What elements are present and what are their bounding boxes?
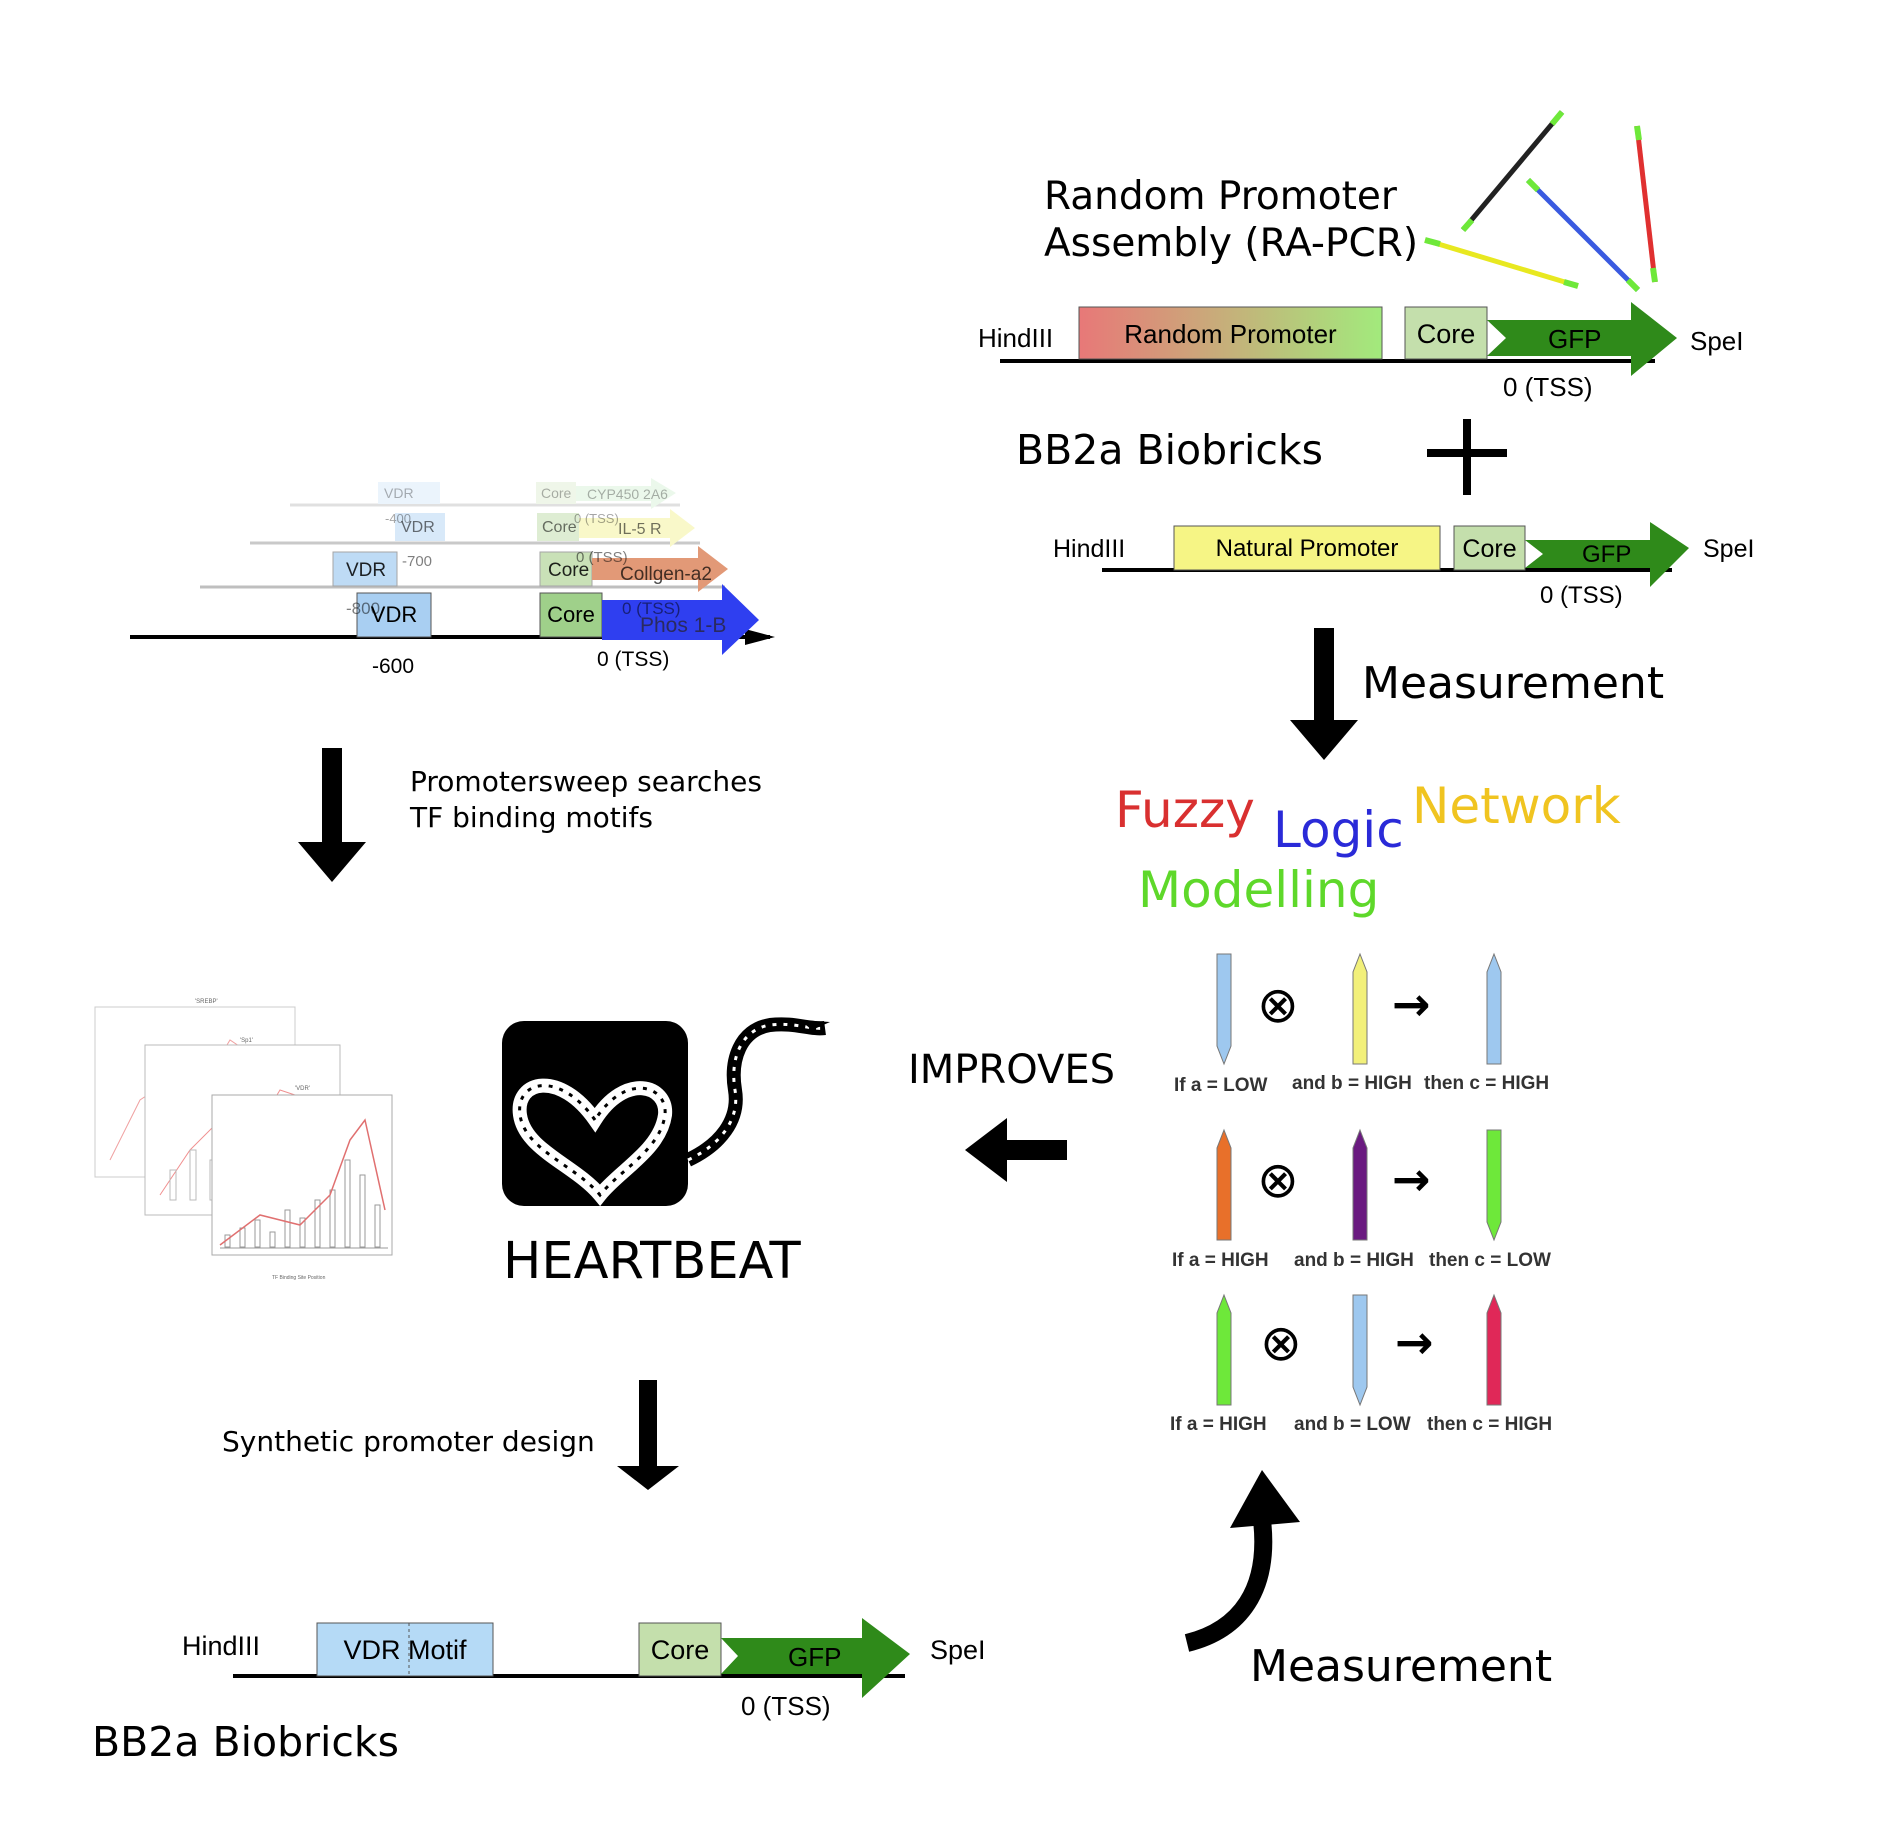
plus-sign: [1427, 419, 1507, 495]
designed-construct: [233, 1618, 910, 1698]
stack2-core-label: Core: [542, 519, 577, 536]
design-hindiii-label: HindIII: [182, 1631, 261, 1661]
natural-spei-label: SpeI: [1703, 535, 1755, 563]
stack1-core-label: Core: [541, 485, 572, 501]
ra-pcr-construct: [1000, 302, 1677, 376]
natural-gfp-label: GFP: [1582, 541, 1632, 568]
stack3-offset-label: -800: [346, 599, 381, 618]
stack4-core-label: Core: [547, 602, 595, 627]
heartbeat-logo: [502, 1017, 830, 1207]
design-gfp-label: GFP: [788, 1642, 842, 1672]
rule3-membership-shape-1: [1216, 1293, 1232, 1406]
stack1-vdr-label: VDR: [384, 485, 414, 501]
measurement-bottom-label: Measurement: [1250, 1641, 1553, 1692]
natural-promoter-label: Natural Promoter: [1215, 535, 1399, 562]
rule1-c-label: then c = HIGH: [1424, 1073, 1550, 1094]
ra-pcr-gfp-label: GFP: [1548, 324, 1602, 354]
rule1-membership-shape-1: [1216, 953, 1232, 1066]
rule3-membership-shape-3: [1486, 1293, 1502, 1406]
rule2-membership-shape-3: [1486, 1129, 1502, 1242]
stack-tss-label: 0 (TSS): [597, 648, 670, 671]
stack3-vdr-label: VDR: [346, 560, 387, 581]
improves-label: IMPROVES: [908, 1047, 1116, 1093]
stack1-tss-label: 0 (TSS): [574, 511, 619, 526]
rule3-otimes-icon: ⊗: [1260, 1314, 1302, 1372]
measurement-curved-arrow: [1184, 1470, 1300, 1652]
random-promoter-label: Random Promoter: [1124, 319, 1337, 349]
rule1-arrow-icon: →: [1392, 977, 1431, 1031]
rule3-arrow-icon: →: [1395, 1315, 1434, 1369]
rule1-b-label: and b = HIGH: [1292, 1073, 1412, 1094]
stack3-core-label: Core: [548, 560, 590, 581]
hist-title-sp1: 'Sp1': [240, 1038, 253, 1044]
natural-core-label: Core: [1462, 535, 1517, 563]
stack1-gene-label: CYP450 2A6: [587, 486, 668, 502]
hist-xlabel: TF Binding Site Position: [272, 1275, 326, 1281]
synthetic-design-label: Synthetic promoter design: [222, 1425, 595, 1458]
stack1-offset-label: -400: [385, 511, 412, 526]
measurement-arrow-down: [1290, 628, 1358, 760]
ra-pcr-spei-label: SpeI: [1690, 326, 1744, 356]
rule3-c-label: then c = HIGH: [1427, 1414, 1553, 1435]
hist-title-srebp: 'SREBP': [195, 999, 218, 1005]
promotersweep-line1: Promotersweep searches: [410, 765, 762, 798]
logic-word: Logic: [1273, 801, 1404, 859]
rule3-b-label: and b = LOW: [1294, 1414, 1411, 1435]
stacked-promoter-diagram: [130, 478, 775, 655]
rule2-c-label: then c = LOW: [1429, 1250, 1551, 1271]
stack2-gene-label: IL-5 R: [618, 521, 662, 538]
ra-pcr-tss-label: 0 (TSS): [1503, 372, 1593, 402]
ra-pcr-fragments: [1424, 110, 1658, 293]
stack2-offset-label: -700: [402, 553, 433, 570]
rule1-membership-shape-3: [1486, 952, 1502, 1065]
rule3-a-label: If a = HIGH: [1170, 1414, 1267, 1435]
stack4-vdr-label: VDR: [370, 602, 418, 627]
vdr-motif-label: VDR Motif: [343, 1635, 467, 1665]
stack3-tss-label: 0 (TSS): [622, 599, 681, 618]
histogram-stack: [94, 1006, 393, 1256]
heartbeat-label: HEARTBEAT: [503, 1232, 801, 1291]
rule1-otimes-icon: ⊗: [1257, 976, 1299, 1034]
bb2a-biobricks-top-label: BB2a Biobricks: [1016, 426, 1324, 474]
rule1-a-label: If a = LOW: [1174, 1075, 1268, 1096]
ra-pcr-hindiii-label: HindIII: [978, 323, 1054, 353]
ra-pcr-core-label: Core: [1416, 319, 1476, 349]
stack4-gene-label: Phos 1-B: [640, 614, 727, 637]
design-tss-label: 0 (TSS): [741, 1691, 831, 1721]
measurement-top-label: Measurement: [1362, 658, 1665, 709]
rule2-arrow-icon: →: [1392, 1152, 1431, 1206]
fuzzy-rule-shapes: [1216, 952, 1502, 1407]
design-core-label: Core: [650, 1635, 710, 1665]
fuzzy-word: Fuzzy: [1115, 781, 1255, 839]
synthetic-arrow-down: [617, 1380, 679, 1490]
stack-position-label: -600: [372, 655, 415, 678]
design-spei-label: SpeI: [930, 1635, 986, 1665]
hist-title-vdr: 'VDR': [295, 1086, 310, 1092]
promotersweep-line2: TF binding motifs: [410, 801, 653, 834]
modelling-word: Modelling: [1138, 861, 1380, 919]
rule1-membership-shape-2: [1352, 952, 1368, 1065]
stack3-gene-label: Collgen-a2: [620, 564, 712, 585]
stack2-tss-label: 0 (TSS): [576, 549, 628, 566]
bb2a-biobricks-bottom-label: BB2a Biobricks: [92, 1718, 400, 1766]
natural-promoter-construct: [1102, 522, 1689, 587]
natural-tss-label: 0 (TSS): [1540, 582, 1623, 609]
improves-arrow: [965, 1118, 1067, 1182]
rule2-otimes-icon: ⊗: [1257, 1151, 1299, 1209]
ra-pcr-title-line2: Assembly (RA-PCR): [1044, 221, 1419, 266]
rule3-membership-shape-2: [1352, 1294, 1368, 1407]
rule2-membership-shape-2: [1352, 1128, 1368, 1241]
stack2-vdr-label: VDR: [401, 519, 435, 536]
network-word: Network: [1412, 777, 1621, 835]
promotersweep-arrow-down: [298, 748, 366, 882]
rule2-a-label: If a = HIGH: [1172, 1250, 1269, 1271]
rule2-membership-shape-1: [1216, 1128, 1232, 1241]
rule2-b-label: and b = HIGH: [1294, 1250, 1414, 1271]
ra-pcr-title-line1: Random Promoter: [1044, 174, 1397, 219]
natural-hindiii-label: HindIII: [1053, 535, 1126, 563]
